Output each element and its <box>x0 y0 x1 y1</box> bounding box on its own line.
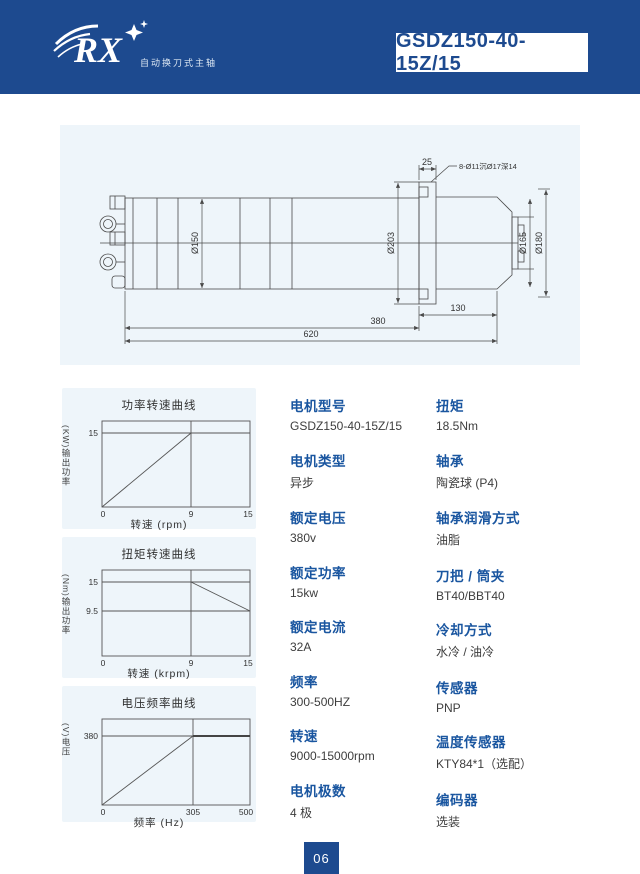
spec-item-rated-current: 额定电流 32A <box>290 620 346 654</box>
x-axis-label: 转速 (krpm) <box>127 668 191 680</box>
logo-swoosh-icon <box>53 24 99 58</box>
svg-text:305: 305 <box>186 807 200 817</box>
dim-overall-length: 620 <box>125 329 497 344</box>
coolant-connectors <box>99 195 126 289</box>
svg-text:8-Ø11沉Ø17深14: 8-Ø11沉Ø17深14 <box>459 162 517 171</box>
voltage-frequency-chart-card: 电压频率曲线 (V)电压 380 0 305 500 频率 (Hz) <box>61 686 256 829</box>
x-axis-label: 频率 (Hz) <box>133 817 185 829</box>
svg-text:9: 9 <box>189 658 194 668</box>
dim-flange-width: 25 <box>418 157 437 180</box>
svg-text:Ø150: Ø150 <box>190 232 200 254</box>
svg-text:Ø165: Ø165 <box>518 232 528 254</box>
power-speed-plot: 15 0 9 15 <box>89 420 253 519</box>
spec-column-right: 扭矩 18.5Nm 轴承 陶瓷球 (P4) 轴承润滑方式 油脂 刀把 / 筒夹 … <box>436 395 588 830</box>
spec-item-motor-type: 电机类型 异步 <box>290 453 346 490</box>
holes-leader-note: 8-Ø11沉Ø17深14 <box>430 162 517 183</box>
spec-item-frequency: 频率 300-500HZ <box>290 674 351 709</box>
svg-text:Ø203: Ø203 <box>386 232 396 254</box>
svg-text:25: 25 <box>422 157 432 167</box>
logo-text: RX <box>73 30 123 70</box>
header-bar: RX 自动换刀式主轴 GSDZ150-40-15Z/15 <box>0 0 640 94</box>
spec-item-rated-voltage: 额定电压 380v <box>290 511 346 545</box>
svg-text:15: 15 <box>243 509 253 519</box>
spec-item-rated-power: 额定功率 15kw <box>290 565 346 600</box>
spec-item-bearing-lubrication: 轴承润滑方式 油脂 <box>436 511 520 547</box>
torque-speed-plot: 15 9.5 0 9 15 <box>86 569 253 668</box>
svg-text:15: 15 <box>89 577 99 587</box>
voltage-frequency-plot: 380 0 305 500 <box>84 718 253 817</box>
dim-body-length: 380 <box>124 291 419 344</box>
star-icon <box>125 20 148 41</box>
dim-flange-diameter: Ø203 <box>386 181 419 305</box>
spec-item-bearing: 轴承 陶瓷球 (P4) <box>436 453 499 490</box>
spindle-technical-drawing: Ø150 Ø203 Ø165 Ø180 25 <box>99 157 550 344</box>
svg-text:130: 130 <box>450 303 465 313</box>
spec-item-cooling: 冷却方式 水冷 / 油冷 <box>436 623 495 659</box>
drawing-panel: Ø150 Ø203 Ø165 Ø180 25 <box>60 125 580 365</box>
svg-text:380: 380 <box>84 731 98 741</box>
y-axis-label: (V)电压 <box>61 723 71 757</box>
svg-text:620: 620 <box>303 329 318 339</box>
svg-text:380: 380 <box>370 316 385 326</box>
power-speed-chart-card: 功率转速曲线 (KW)输出功率 15 0 9 15 转速 (rpm) <box>61 388 256 531</box>
svg-text:0: 0 <box>101 509 106 519</box>
chart-title: 扭矩转速曲线 <box>121 549 197 561</box>
torque-speed-chart-card: 扭矩转速曲线 (Nm)输出功率 15 9.5 0 9 15 转速 (krpm) <box>61 537 256 680</box>
svg-text:15: 15 <box>243 658 253 668</box>
y-axis-label: (Nm)输出功率 <box>61 574 71 635</box>
svg-text:9.5: 9.5 <box>86 606 98 616</box>
dim-rear-diameter-outer: Ø180 <box>534 188 550 298</box>
spec-item-speed: 转速 9000-15000rpm <box>290 729 375 763</box>
brand-tagline: 自动换刀式主轴 <box>140 58 218 68</box>
model-badge: GSDZ150-40-15Z/15 <box>396 30 588 75</box>
spec-column-left: 电机型号 GSDZ150-40-15Z/15 电机类型 异步 额定电压 380v… <box>290 395 432 821</box>
y-axis-label: (KW)输出功率 <box>61 425 71 487</box>
dim-rear-length: 130 <box>418 291 498 344</box>
spec-item-poles: 电机极数 4 极 <box>290 783 346 820</box>
dim-rear-diameter-inner: Ø165 <box>518 199 534 287</box>
dim-body-diameter: Ø150 <box>190 199 205 288</box>
svg-text:500: 500 <box>239 807 253 817</box>
page-number-badge: 06 <box>304 842 339 874</box>
spec-item-temperature-sensor: 温度传感器 KTY84*1（选配） <box>436 735 533 771</box>
spec-item-tool-holder: 刀把 / 筒夹 BT40/BBT40 <box>436 568 505 603</box>
svg-text:Ø180: Ø180 <box>534 232 544 254</box>
spec-item-motor-model: 电机型号 GSDZ150-40-15Z/15 <box>290 399 403 433</box>
spindle-body <box>124 197 420 290</box>
svg-text:15: 15 <box>89 428 99 438</box>
x-axis-label: 转速 (rpm) <box>130 519 188 531</box>
svg-text:0: 0 <box>101 658 106 668</box>
svg-text:0: 0 <box>101 807 106 817</box>
svg-text:9: 9 <box>189 509 194 519</box>
mounting-flange <box>418 181 437 305</box>
rear-housing <box>436 196 525 290</box>
spec-item-torque: 扭矩 18.5Nm <box>436 399 479 433</box>
spec-item-encoder: 编码器 选装 <box>436 792 478 829</box>
spec-item-sensor: 传感器 PNP <box>436 680 478 715</box>
brand-logo: RX <box>52 14 252 80</box>
chart-title: 功率转速曲线 <box>121 400 197 412</box>
chart-title: 电压频率曲线 <box>121 698 197 710</box>
